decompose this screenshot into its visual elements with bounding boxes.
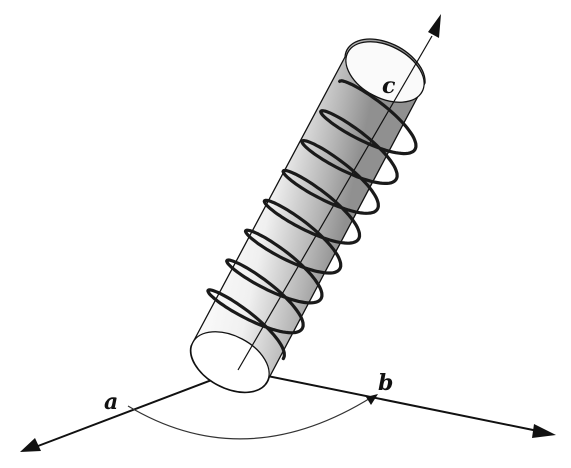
a-axis bbox=[20, 369, 239, 452]
arc-arrowhead bbox=[366, 394, 378, 405]
c-axis-arrowhead bbox=[428, 14, 441, 38]
cylinder bbox=[189, 38, 426, 394]
helix-coil bbox=[206, 79, 418, 361]
cylinder-bottom-cap bbox=[190, 331, 270, 393]
axis-label-a: a bbox=[104, 389, 118, 415]
axis-label-b: b bbox=[378, 370, 393, 396]
b-axis bbox=[237, 369, 556, 438]
cylinder-top-cap bbox=[345, 41, 425, 103]
a-axis-arrowhead bbox=[20, 438, 41, 452]
axis-label-c: c bbox=[382, 73, 396, 99]
b-axis-arrowhead bbox=[532, 424, 556, 438]
a-to-b-angle-arc bbox=[127, 394, 378, 440]
